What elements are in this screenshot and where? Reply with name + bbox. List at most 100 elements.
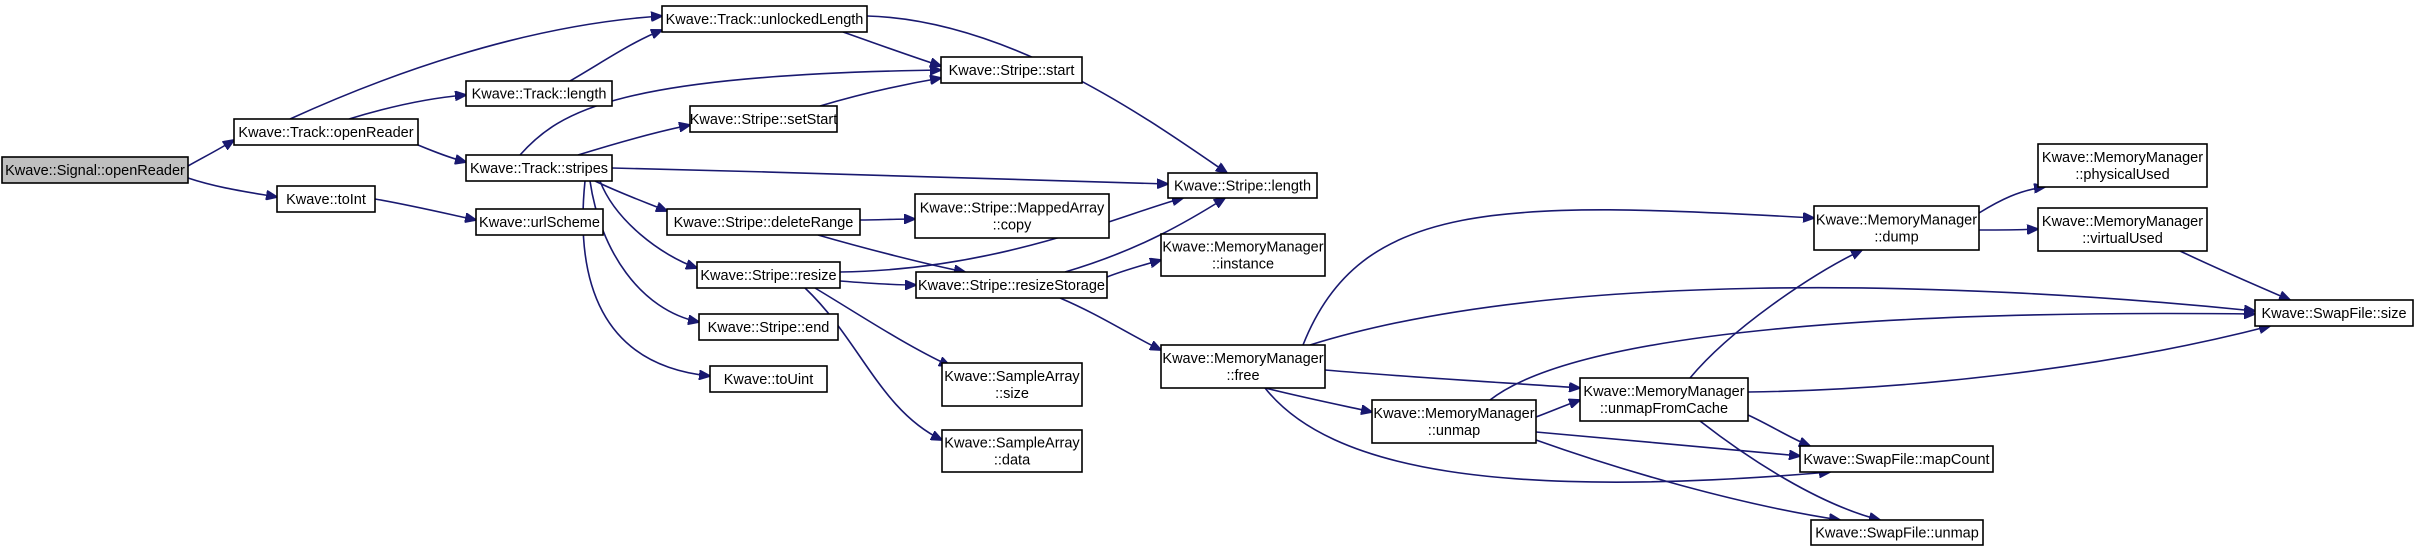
node-box bbox=[666, 208, 861, 236]
node-stripe-length[interactable]: Kwave::Stripe::length bbox=[1167, 172, 1318, 199]
node-stripe-end[interactable]: Kwave::Stripe::end bbox=[698, 313, 839, 341]
edge-mm_unmapFromCache-to-mm_dump bbox=[1689, 250, 1862, 379]
edge-stripe_resizeStorage-to-mm_free bbox=[1059, 297, 1161, 350]
node-box bbox=[1, 156, 189, 184]
node-stripe-setStart[interactable]: Kwave::Stripe::setStart bbox=[689, 105, 838, 133]
edge-stripe_resize-to-samplearray_size bbox=[814, 287, 950, 366]
edge-mm_free-to-swap_size bbox=[1309, 286, 2255, 346]
edge-signal_openReader-to-toInt bbox=[187, 177, 277, 197]
node-box bbox=[1579, 377, 1749, 422]
edge-stripe_deleteRange-to-stripe_resizeStorage bbox=[817, 234, 965, 272]
edge-stripe_resizeStorage-to-mm_instance bbox=[1106, 260, 1161, 278]
node-box bbox=[276, 185, 376, 213]
node-label: ::physicalUsed bbox=[2075, 167, 2169, 183]
node-mm-free[interactable]: Kwave::MemoryManager::free bbox=[1160, 344, 1326, 389]
node-stripe-resize[interactable]: Kwave::Stripe::resize bbox=[696, 261, 841, 289]
node-mm-unmapFromCache[interactable]: Kwave::MemoryManager::unmapFromCache bbox=[1579, 377, 1749, 422]
edges-layer bbox=[187, 15, 2290, 520]
node-signal-openReader[interactable]: Kwave::Signal::openReader bbox=[1, 156, 189, 184]
node-label: Kwave::Stripe::MappedArray bbox=[920, 201, 1105, 217]
edge-track_stripes-to-stripe_deleteRange bbox=[594, 180, 667, 211]
node-toUint[interactable]: Kwave::toUint bbox=[709, 365, 828, 393]
edge-toInt-to-urlScheme bbox=[374, 198, 476, 220]
node-swap-mapCount[interactable]: Kwave::SwapFile::mapCount bbox=[1799, 445, 1994, 473]
node-label: ::data bbox=[994, 453, 1031, 469]
node-label: Kwave::Stripe::setStart bbox=[690, 112, 837, 128]
node-label: ::free bbox=[1226, 368, 1259, 384]
node-box bbox=[1813, 205, 1980, 251]
edge-track_length-to-track_unlockedLength bbox=[569, 30, 662, 82]
node-box bbox=[2254, 299, 2414, 327]
node-box bbox=[941, 362, 1083, 407]
node-box bbox=[940, 56, 1083, 84]
edge-mm_unmapFromCache-to-swap_mapCount bbox=[1747, 414, 1810, 446]
node-label: Kwave::MemoryManager bbox=[1162, 240, 1323, 256]
edge-stripe_resizeStorage-to-stripe_length bbox=[1064, 198, 1225, 273]
node-urlScheme[interactable]: Kwave::urlScheme bbox=[475, 208, 604, 236]
node-label: ::size bbox=[995, 386, 1029, 402]
node-mm-unmap[interactable]: Kwave::MemoryManager::unmap bbox=[1371, 399, 1537, 444]
node-box bbox=[465, 154, 613, 182]
node-label: Kwave::SwapFile::size bbox=[2261, 306, 2406, 322]
nodes-layer: Kwave::Signal::openReader Kwave::Track::o… bbox=[1, 5, 2414, 546]
edge-track_unlockedLength-to-stripe_start bbox=[842, 31, 941, 66]
node-stripe-deleteRange[interactable]: Kwave::Stripe::deleteRange bbox=[666, 208, 861, 236]
edge-track_unlockedLength-to-stripe_length bbox=[866, 15, 1227, 173]
node-track-openReader[interactable]: Kwave::Track::openReader bbox=[233, 118, 419, 146]
node-stripe-resizeStorage[interactable]: Kwave::Stripe::resizeStorage bbox=[915, 271, 1108, 299]
node-label: ::dump bbox=[1874, 230, 1918, 246]
node-label: Kwave::MemoryManager bbox=[1162, 351, 1323, 367]
edge-stripe_setStart-to-stripe_start bbox=[819, 78, 941, 107]
edge-track_stripes-to-stripe_setStart bbox=[577, 125, 690, 156]
node-swap-size[interactable]: Kwave::SwapFile::size bbox=[2254, 299, 2414, 327]
node-label: Kwave::Stripe::resizeStorage bbox=[918, 278, 1105, 294]
node-mm-virtualUsed[interactable]: Kwave::MemoryManager::virtualUsed bbox=[2037, 207, 2208, 252]
node-box bbox=[709, 365, 828, 393]
node-label: Kwave::toUint bbox=[724, 372, 813, 388]
node-toInt[interactable]: Kwave::toInt bbox=[276, 185, 376, 213]
node-box bbox=[914, 193, 1110, 239]
edge-stripe_deleteRange-to-mapped_copy bbox=[859, 219, 915, 220]
node-mm-physicalUsed[interactable]: Kwave::MemoryManager::physicalUsed bbox=[2037, 143, 2208, 188]
edge-track_openReader-to-track_length bbox=[348, 95, 466, 120]
node-label: Kwave::MemoryManager bbox=[2042, 214, 2203, 230]
node-stripe-start[interactable]: Kwave::Stripe::start bbox=[940, 56, 1083, 84]
node-label: Kwave::SwapFile::unmap bbox=[1815, 526, 1979, 542]
node-label: ::unmapFromCache bbox=[1600, 401, 1728, 417]
node-label: Kwave::Stripe::start bbox=[949, 63, 1075, 79]
node-label: Kwave::Track::openReader bbox=[238, 125, 413, 141]
node-mapped-copy[interactable]: Kwave::Stripe::MappedArray::copy bbox=[914, 193, 1110, 239]
node-mm-instance[interactable]: Kwave::MemoryManager::instance bbox=[1160, 233, 1326, 277]
node-box bbox=[465, 80, 613, 107]
node-box bbox=[1799, 445, 1994, 473]
edge-mm_dump-to-mm_physicalUsed bbox=[1978, 187, 2045, 214]
node-label: Kwave::Stripe::resize bbox=[700, 268, 836, 284]
edge-mm_unmapFromCache-to-swap_size bbox=[1747, 326, 2270, 393]
node-box bbox=[1160, 344, 1326, 389]
node-label: Kwave::MemoryManager bbox=[1816, 213, 1977, 229]
edge-track_stripes-to-stripe_start bbox=[519, 70, 941, 156]
node-label: Kwave::MemoryManager bbox=[1373, 406, 1534, 422]
node-track-length[interactable]: Kwave::Track::length bbox=[465, 80, 613, 107]
node-swap-unmap[interactable]: Kwave::SwapFile::unmap bbox=[1810, 519, 1984, 546]
node-label: Kwave::Stripe::end bbox=[708, 320, 830, 336]
node-samplearray-size[interactable]: Kwave::SampleArray::size bbox=[941, 362, 1083, 407]
node-box bbox=[1810, 519, 1984, 546]
edge-mm_free-to-mm_unmapFromCache bbox=[1324, 369, 1580, 388]
node-box bbox=[696, 261, 841, 289]
edge-track_stripes-to-stripe_end bbox=[589, 180, 699, 322]
node-label: Kwave::urlScheme bbox=[479, 215, 600, 231]
node-label: Kwave::Track::unlockedLength bbox=[666, 12, 864, 28]
node-box bbox=[2037, 207, 2208, 252]
node-samplearray-data[interactable]: Kwave::SampleArray::data bbox=[941, 429, 1083, 473]
node-label: ::virtualUsed bbox=[2082, 231, 2163, 247]
node-track-unlockedLength[interactable]: Kwave::Track::unlockedLength bbox=[661, 5, 868, 33]
edge-mm_unmap-to-mm_unmapFromCache bbox=[1535, 400, 1580, 418]
node-mm-dump[interactable]: Kwave::MemoryManager::dump bbox=[1813, 205, 1980, 251]
node-label: Kwave::SwapFile::mapCount bbox=[1803, 452, 1989, 468]
node-track-stripes[interactable]: Kwave::Track::stripes bbox=[465, 154, 613, 182]
node-label: Kwave::Stripe::deleteRange bbox=[674, 215, 854, 231]
node-box bbox=[1167, 172, 1318, 199]
node-label: Kwave::Signal::openReader bbox=[5, 163, 185, 179]
